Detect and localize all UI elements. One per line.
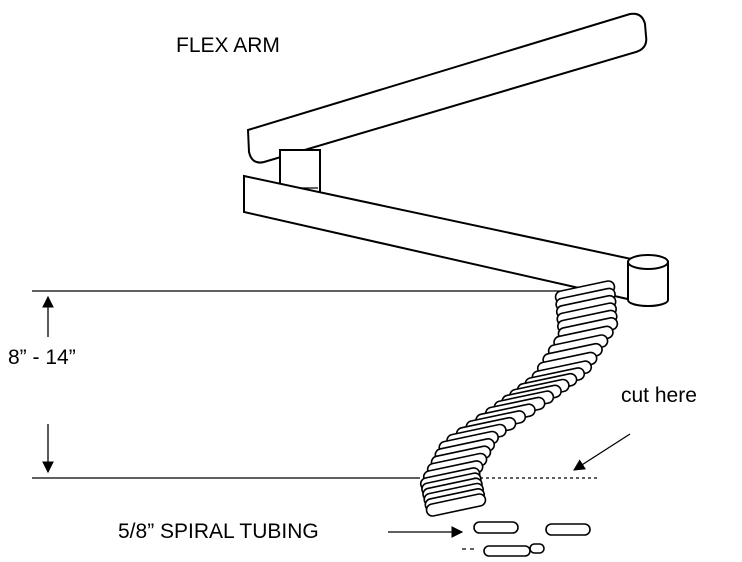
upper-arm <box>246 12 648 164</box>
dimension-marker <box>32 290 560 479</box>
dimension-label: 8” - 14” <box>8 346 76 369</box>
loose-coils <box>462 521 591 557</box>
cut-line <box>474 433 631 479</box>
cut-label: cut here <box>621 384 697 407</box>
tubing-label: 5/8” SPIRAL TUBING <box>118 520 319 543</box>
lower-arm <box>243 174 638 302</box>
tubing-coil <box>425 493 487 517</box>
spiral-tubing <box>419 280 619 517</box>
diagram-title: FLEX ARM <box>176 34 280 57</box>
end-cylinder <box>627 254 669 307</box>
